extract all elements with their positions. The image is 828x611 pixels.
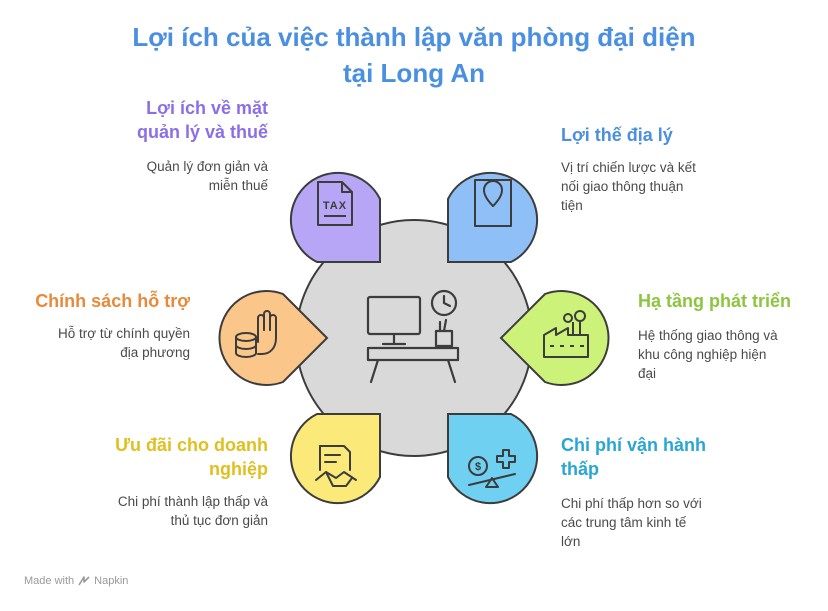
petal-geography (447, 171, 539, 263)
title-line-1: Lợi ích của việc thành lập văn phòng đại… (132, 22, 696, 52)
desc-infrastructure: Hệ thống giao thông và khu công nghiệp h… (638, 328, 778, 381)
svg-text:$: $ (475, 461, 481, 473)
hand-coins-icon (235, 310, 277, 358)
label-support-policy: Chính sách hỗ trợ (35, 291, 190, 311)
napkin-logo-icon (78, 576, 90, 586)
contract-handshake-icon (315, 445, 357, 487)
desc-geography: Vị trí chiến lược và kết nối giao thông … (561, 160, 696, 213)
label-low-cost: Chi phí vận hành thấp (561, 435, 707, 479)
petal-infrastructure (499, 290, 610, 386)
label-infrastructure: Hạ tầng phát triển (638, 291, 792, 311)
tax-document-icon: TAX (317, 181, 353, 226)
petal-business-incentives (289, 413, 381, 505)
petal-support-policy (218, 290, 329, 386)
desc-low-cost: Chi phí thấp hơn so với các trung tâm ki… (561, 496, 702, 549)
title-line-2: tại Long An (342, 58, 485, 88)
svg-text:TAX: TAX (323, 200, 347, 212)
factory-icon (543, 310, 589, 358)
desc-management-tax: Quản lý đơn giản và miễn thuế (146, 159, 268, 193)
footer-made-with: Made with (24, 575, 75, 587)
map-pin-icon (474, 179, 512, 227)
cost-balance-icon: $ (468, 449, 516, 488)
label-business-incentives: Ưu đãi cho doanh nghiệp (115, 435, 268, 479)
petal-low-cost: $ (447, 413, 539, 505)
desc-business-incentives: Chi phí thành lập thấp và thủ tục đơn gi… (117, 494, 268, 528)
desc-support-policy: Hỗ trợ từ chính quyền địa phương (58, 326, 190, 360)
label-geography: Lợi thế địa lý (561, 125, 673, 145)
footer-brand: Napkin (94, 575, 129, 587)
office-desk-icon (366, 289, 460, 384)
footer: Made with Napkin (24, 575, 128, 587)
petal-management-tax: TAX (289, 171, 381, 263)
label-management-tax: Lợi ích về mặt quản lý và thuế (136, 98, 268, 142)
